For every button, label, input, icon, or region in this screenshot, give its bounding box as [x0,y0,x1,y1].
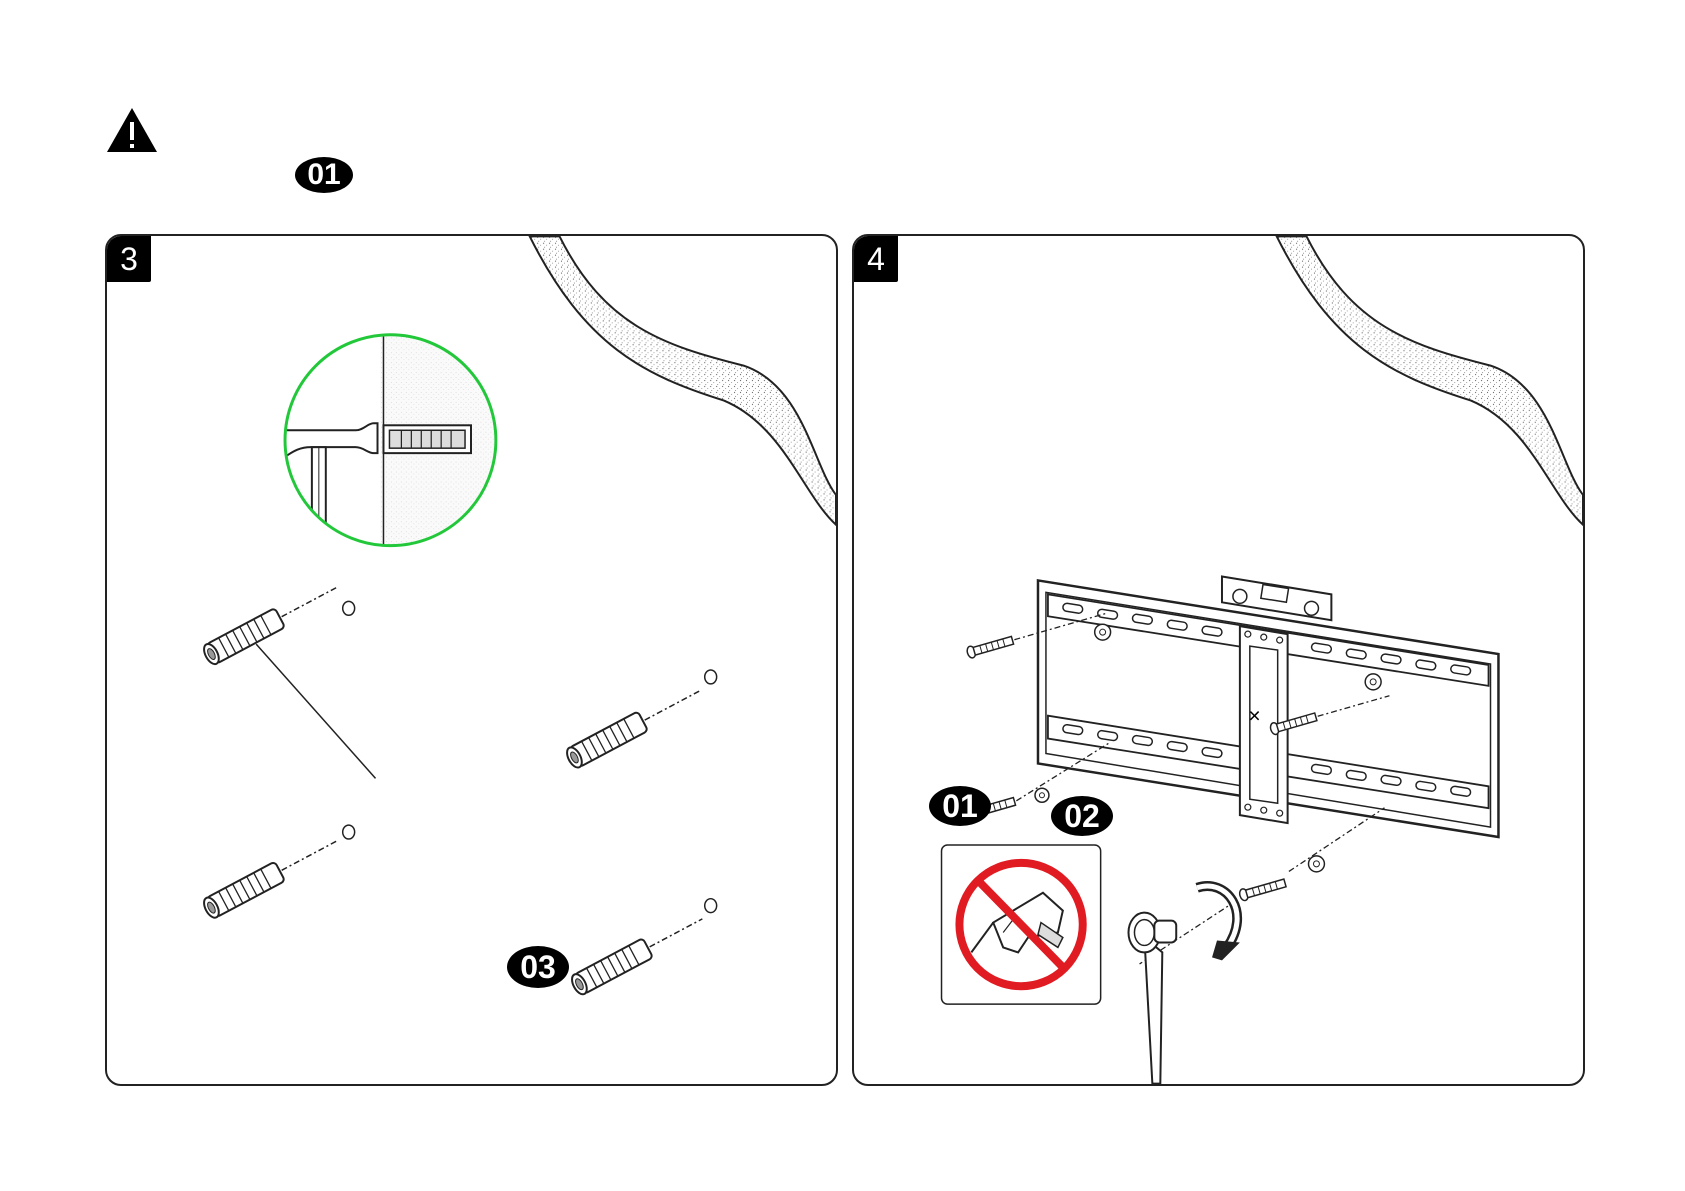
drill-hole [705,670,717,684]
svg-text:✕: ✕ [1248,707,1261,726]
no-power-drill-box [942,845,1101,1004]
leader-line [256,644,375,778]
step-3-illustration [107,236,836,1084]
step-4-panel: ✕ [852,234,1585,1086]
wall-anchor [569,909,707,996]
part-label-03: 03 [507,946,569,988]
part-label-02: 02 [1051,796,1113,836]
drill-hole [343,825,355,839]
part-label-01: 01 [929,786,991,826]
wall-anchor [564,680,707,770]
socket-wrench [1128,913,1176,1084]
detail-zoom-circle [284,331,500,557]
rotate-clockwise-arrow [1197,886,1240,960]
step-4-illustration: ✕ [854,236,1583,1084]
wall-section [1277,236,1583,524]
step-number: 4 [854,236,898,282]
wall-anchor [201,830,344,920]
warning-triangle-icon [105,106,159,154]
drill-hole [343,601,355,615]
step-number: 3 [107,236,151,282]
wall-anchor [201,577,344,667]
wall-section [530,236,836,524]
tv-wall-mount-bracket: ✕ [1038,576,1498,837]
drill-hole [705,899,717,913]
part-badge: 01 [295,157,353,193]
step-3-panel: 3 03 [105,234,838,1086]
